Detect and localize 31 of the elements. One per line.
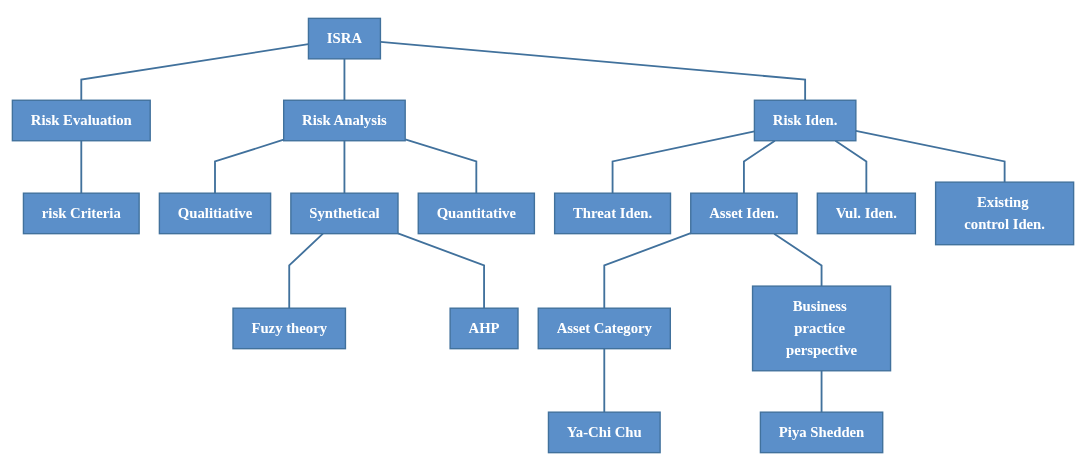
connector <box>288 233 324 310</box>
node-box: Threat Iden. <box>553 193 672 235</box>
connector <box>214 139 285 195</box>
node-box: Qualitiative <box>158 193 272 235</box>
node-box: Ya-Chi Chu <box>547 411 661 454</box>
node-box: Fuzy theory <box>232 308 347 350</box>
node-box: risk Criteria <box>22 193 140 235</box>
connector <box>80 140 83 195</box>
node-box: Risk Iden. <box>753 100 857 142</box>
node-box: Existing control Iden. <box>934 181 1075 246</box>
node-box: Synthetical <box>290 193 399 235</box>
node-box: Vul. Iden. <box>816 193 917 235</box>
connector <box>743 140 776 195</box>
node-box: AHP <box>449 308 519 350</box>
connector <box>773 233 823 288</box>
node-box: Piya Shedden <box>759 411 884 454</box>
connector <box>603 232 692 310</box>
node-box: Asset Category <box>537 308 671 350</box>
node-box: Risk Evaluation <box>11 100 151 142</box>
node-box: Business practice perspective <box>751 285 892 372</box>
node-box: Asset Iden. <box>690 193 798 235</box>
connector <box>820 370 823 414</box>
node-box: ISRA <box>307 18 382 60</box>
connector <box>397 232 485 310</box>
connector <box>404 138 478 195</box>
connector <box>603 348 606 414</box>
connector <box>343 58 346 102</box>
node-box: Quantitative <box>417 193 536 235</box>
node-box: Risk Analysis <box>283 100 406 142</box>
connector <box>343 140 346 195</box>
connector <box>834 140 868 195</box>
